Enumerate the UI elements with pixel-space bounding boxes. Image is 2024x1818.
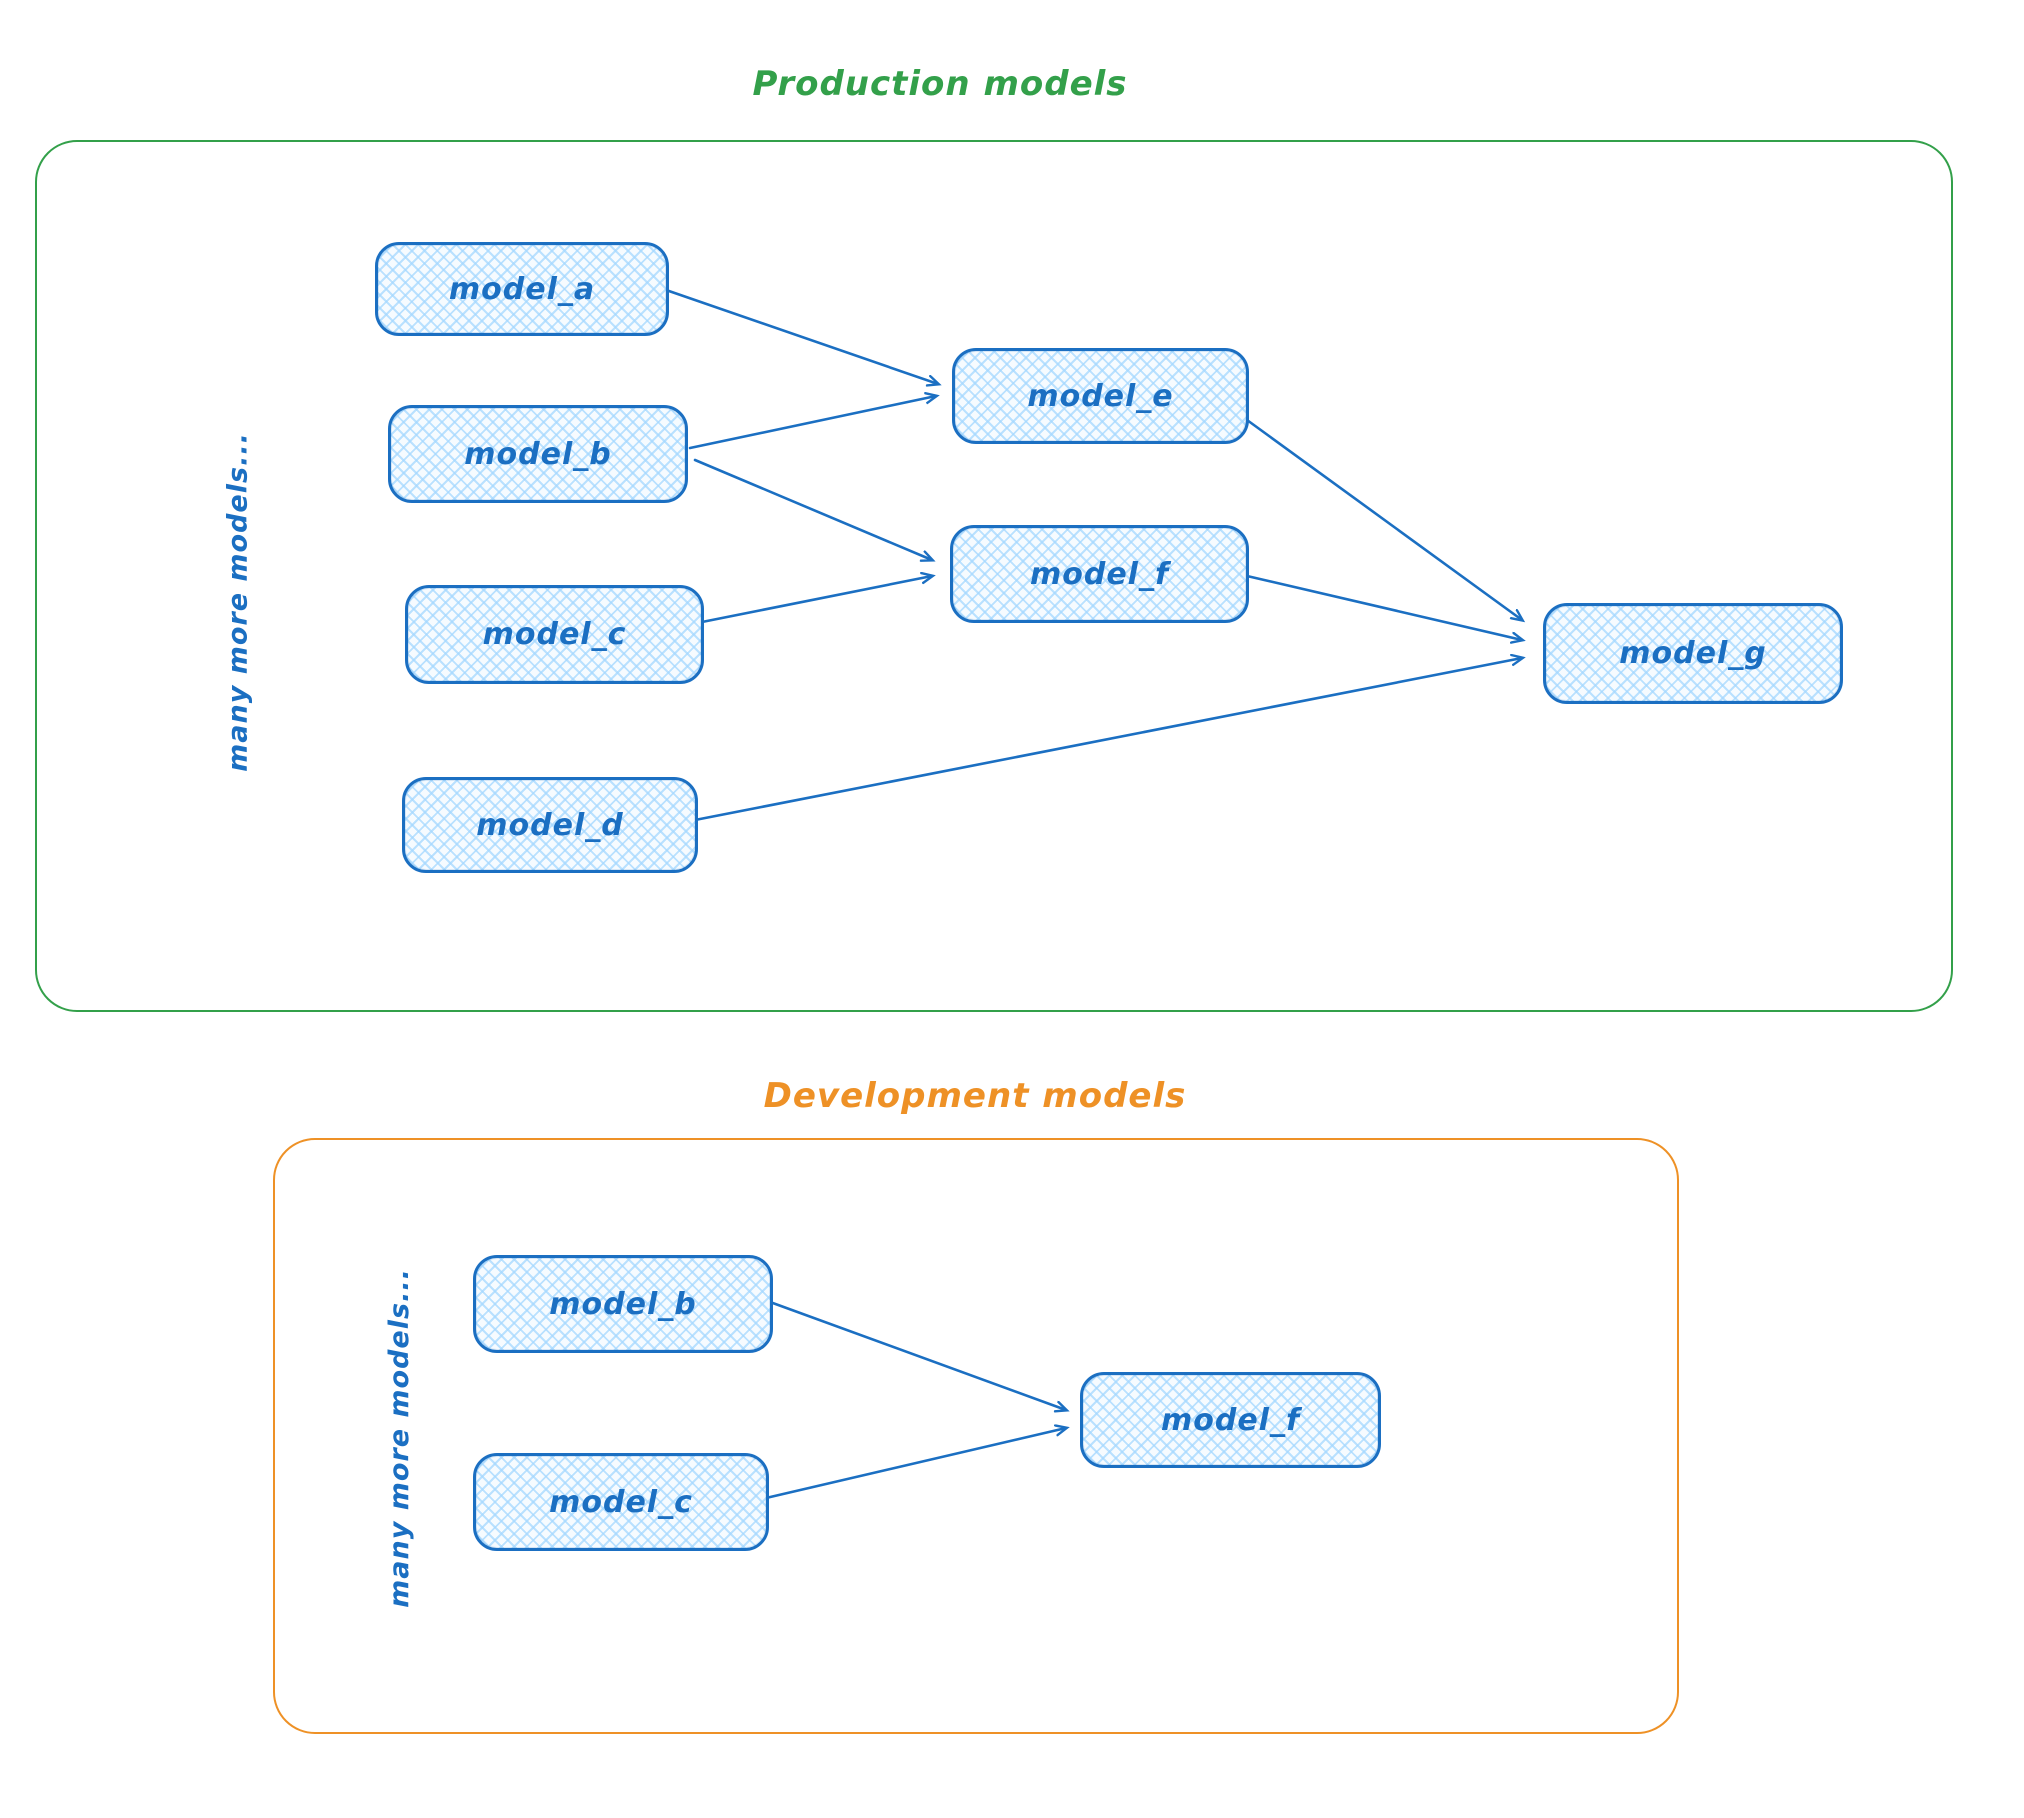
- node-model-b: model_b: [388, 405, 688, 503]
- node-model-g-label: model_g: [1619, 636, 1767, 671]
- node-model-c-label: model_c: [482, 617, 627, 652]
- node-model-c: model_c: [405, 585, 704, 684]
- dev-node-model-f-label: model_f: [1160, 1402, 1301, 1438]
- node-model-a-label: model_a: [448, 271, 596, 307]
- node-model-a: model_a: [375, 242, 669, 336]
- dev-node-model-b-label: model_b: [549, 1286, 697, 1322]
- development-side-note: many more models...: [383, 1268, 415, 1608]
- node-model-d-label: model_d: [476, 807, 624, 843]
- development-title: Development models: [763, 1076, 1187, 1116]
- node-model-f: model_f: [950, 525, 1249, 623]
- dev-node-model-c-label: model_c: [549, 1484, 693, 1520]
- node-model-e: model_e: [952, 348, 1249, 444]
- node-model-d: model_d: [402, 777, 698, 873]
- development-frame: [273, 1138, 1679, 1734]
- node-model-g: model_g: [1543, 603, 1843, 704]
- dev-node-model-c: model_c: [473, 1453, 769, 1551]
- node-model-f-label: model_f: [1029, 556, 1170, 592]
- production-title: Production models: [752, 64, 1128, 104]
- production-side-note: many more models...: [222, 432, 253, 772]
- dev-node-model-f: model_f: [1080, 1372, 1381, 1468]
- production-frame: [35, 140, 1953, 1012]
- dev-node-model-b: model_b: [473, 1255, 773, 1353]
- node-model-b-label: model_b: [464, 436, 612, 472]
- node-model-e-label: model_e: [1027, 378, 1174, 414]
